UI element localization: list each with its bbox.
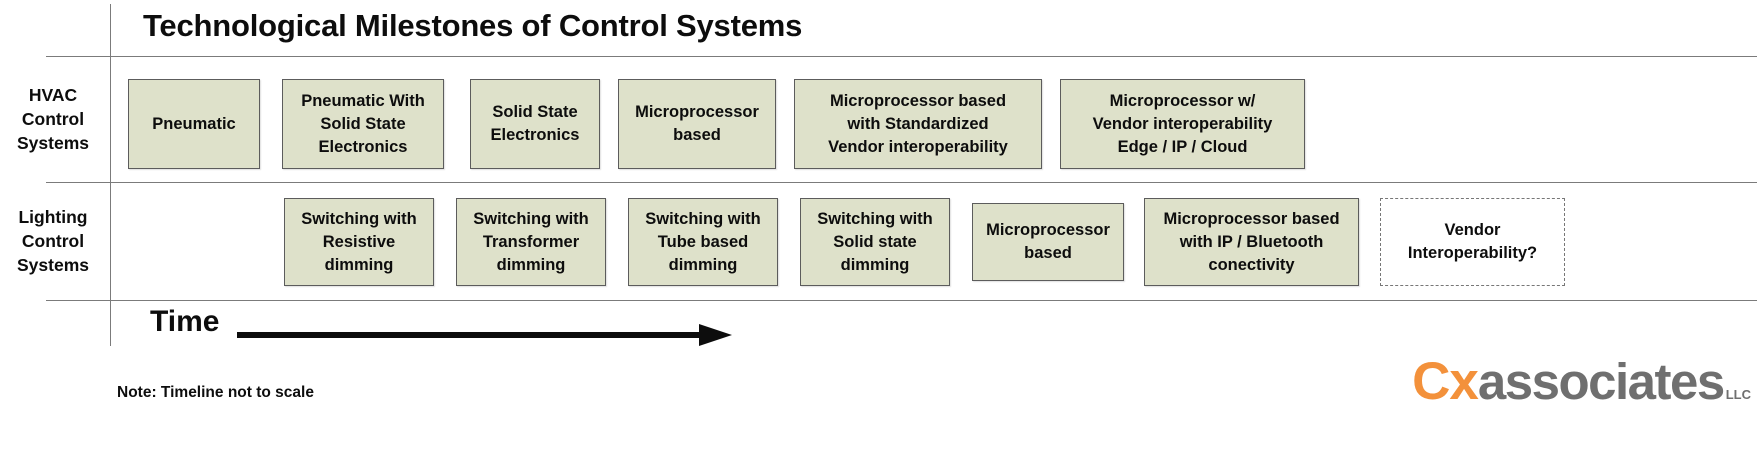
footnote: Note: Timeline not to scale — [117, 384, 314, 401]
milestone-box[interactable]: Switching with Solid state dimming — [800, 198, 950, 286]
milestone-box[interactable]: Microprocessor based — [618, 79, 776, 169]
milestone-line: Solid State — [492, 103, 578, 121]
milestone-line: Vendor interoperability — [1092, 114, 1273, 133]
milestone-line: dimming — [840, 255, 910, 274]
vertical-divider — [110, 4, 111, 346]
milestone-line: with IP / Bluetooth — [1179, 232, 1324, 251]
row-label-hvac-line-2: Control — [21, 109, 85, 129]
divider-title-hvac — [46, 56, 1757, 57]
milestone-line: Switching with — [817, 209, 933, 228]
milestone-line: Solid State — [320, 114, 406, 133]
milestone-line: Edge / IP / Cloud — [1117, 137, 1248, 156]
milestone-box[interactable]: Microprocessor based — [972, 203, 1124, 281]
divider-lighting-time — [46, 300, 1757, 301]
row-label-hvac: HVAC Control Systems — [0, 83, 106, 155]
row-label-lighting-line-2: Control — [21, 231, 85, 251]
milestone-box[interactable]: Microprocessor w/ Vendor interoperabilit… — [1060, 79, 1305, 169]
milestone-box[interactable]: Pneumatic With Solid State Electronics — [282, 79, 444, 169]
page-title: Technological Milestones of Control Syst… — [143, 8, 803, 43]
milestone-box[interactable]: Switching with Resistive dimming — [284, 198, 434, 286]
milestone-line: based — [673, 126, 721, 144]
time-axis-label: Time — [150, 305, 220, 338]
milestone-box[interactable]: Microprocessor based with Standardized V… — [794, 79, 1042, 169]
milestone-box[interactable]: Pneumatic — [128, 79, 260, 169]
milestone-line: Electronics — [318, 137, 408, 156]
logo-cx-mark: Cx — [1412, 352, 1479, 411]
logo-llc-suffix: LLC — [1725, 387, 1751, 402]
logo-associates-text: associates — [1477, 353, 1725, 410]
milestone-line: Microprocessor — [635, 103, 759, 121]
row-label-lighting-line-3: Systems — [17, 255, 89, 275]
milestone-line: Switching with — [645, 209, 761, 228]
milestone-line: Transformer — [482, 232, 580, 251]
row-label-hvac-line-3: Systems — [17, 133, 89, 153]
milestone-box[interactable]: Microprocessor based with IP / Bluetooth… — [1144, 198, 1359, 286]
milestone-line: Microprocessor — [986, 221, 1110, 239]
milestone-line: Resistive — [322, 232, 396, 251]
milestone-line: dimming — [324, 255, 394, 274]
milestone-box-future[interactable]: Vendor Interoperability? — [1380, 198, 1565, 286]
milestone-box[interactable]: Solid State Electronics — [470, 79, 600, 169]
milestone-line: Solid state — [833, 232, 917, 251]
right-arrow-icon — [237, 323, 732, 347]
divider-hvac-lighting — [46, 182, 1757, 183]
milestone-line: Interoperability? — [1407, 244, 1538, 262]
milestone-line: Microprocessor w/ — [1109, 91, 1256, 110]
milestone-line: conectivity — [1208, 255, 1295, 274]
milestone-box[interactable]: Switching with Transformer dimming — [456, 198, 606, 286]
milestone-line: Pneumatic — [152, 114, 236, 133]
milestone-line: Tube based — [657, 232, 749, 251]
milestone-line: Pneumatic With — [301, 91, 425, 110]
row-label-lighting: Lighting Control Systems — [0, 205, 106, 277]
milestone-line: Electronics — [490, 126, 580, 144]
brand-logo: Cx associates LLC — [1412, 355, 1751, 408]
milestone-line: Switching with — [473, 209, 589, 228]
milestone-line: Microprocessor based — [829, 91, 1007, 110]
milestone-line: with Standardized — [847, 114, 989, 133]
milestone-line: Vendor interoperability — [828, 137, 1008, 156]
milestone-line: dimming — [496, 255, 566, 274]
milestone-box[interactable]: Switching with Tube based dimming — [628, 198, 778, 286]
milestone-line: Microprocessor based — [1163, 209, 1340, 228]
row-label-lighting-line-1: Lighting — [18, 207, 88, 227]
milestone-line: based — [1024, 244, 1072, 262]
milestone-line: Switching with — [301, 209, 417, 228]
milestone-line: dimming — [668, 255, 738, 274]
milestone-line: Vendor — [1444, 221, 1501, 239]
row-label-hvac-line-1: HVAC — [28, 85, 78, 105]
